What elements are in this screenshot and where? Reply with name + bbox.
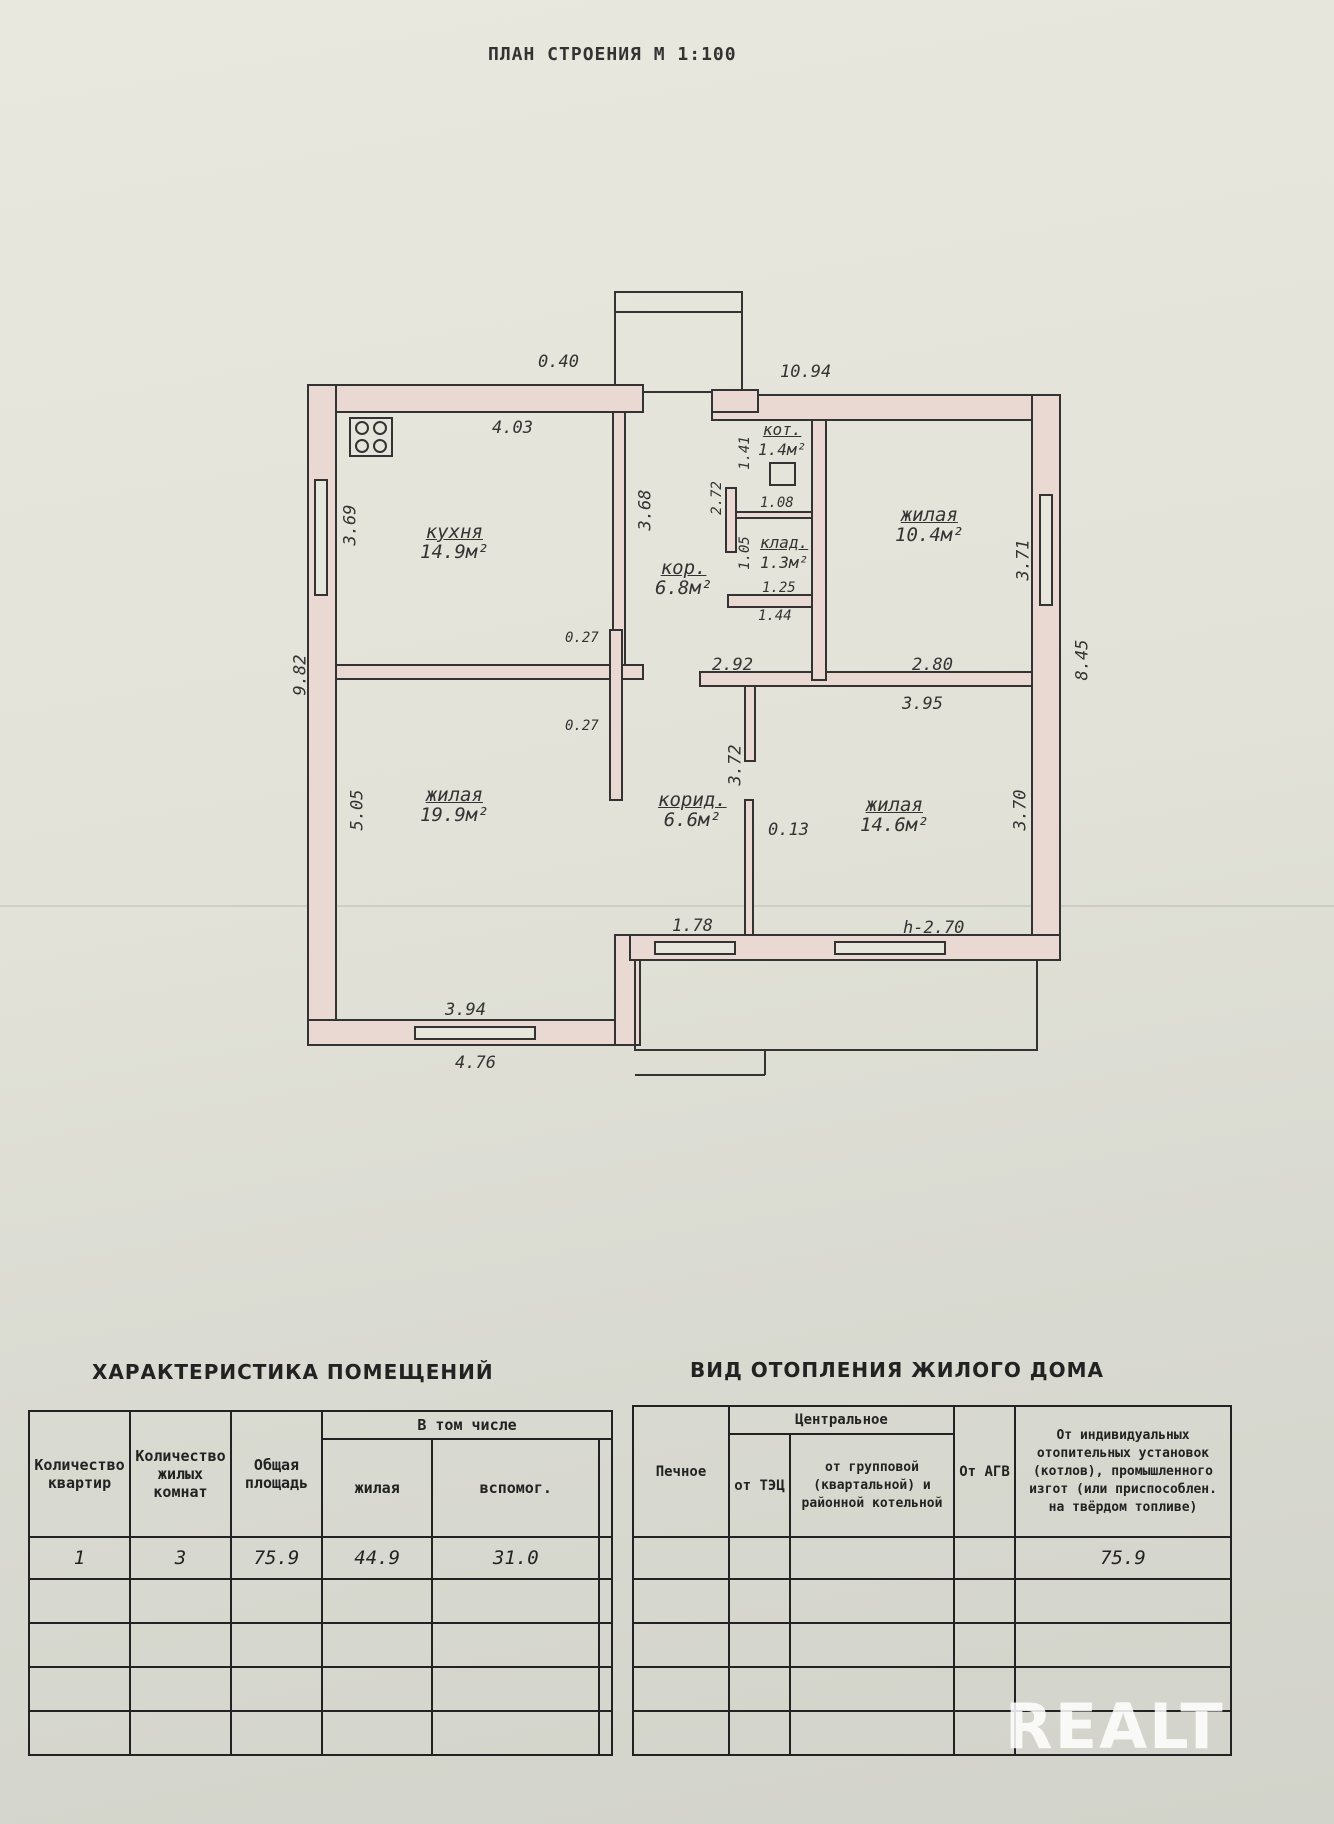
cell-rooms: 3 (129, 1536, 232, 1580)
wall (711, 394, 1061, 421)
header-group: от групповой (квартальной) и районной ко… (789, 1433, 955, 1538)
wall (727, 594, 813, 608)
header-stove: Печное (632, 1405, 730, 1538)
wall (711, 389, 759, 413)
dimension: 4.76 (455, 1053, 496, 1073)
dimension: 5.05 (347, 789, 368, 831)
dimension: 3.94 (445, 1000, 486, 1020)
table-row: 75.9 (632, 1536, 1232, 1580)
dimension: 3.71 (1013, 539, 1034, 581)
room-label-boiler: кот.1.4м² (758, 420, 807, 459)
header-rooms: Количество жилых комнат (129, 1410, 232, 1538)
header-auxiliary: вспомог. (431, 1438, 601, 1538)
cell-individual: 75.9 (1014, 1536, 1232, 1580)
page-title: ПЛАН СТРОЕНИЯ М 1:100 (488, 44, 737, 65)
wall (811, 419, 827, 681)
room-label-storage: клад.1.3м² (760, 533, 809, 572)
dimension: 3.69 (340, 504, 361, 546)
wall (609, 629, 623, 801)
dimension: 1.44 (758, 608, 792, 624)
dimension: 10.94 (780, 362, 832, 382)
cell-total-area: 75.9 (230, 1536, 323, 1580)
header-empty (598, 1438, 613, 1538)
dimension: 8.45 (1072, 639, 1093, 681)
table-row: 1 3 75.9 44.9 31.0 (28, 1536, 613, 1580)
wall (744, 799, 754, 936)
header-agv: От АГВ (953, 1405, 1016, 1538)
dimension: 2.80 (912, 655, 953, 675)
dimension: 3.68 (635, 489, 656, 531)
wall (744, 685, 756, 762)
heating-table: Печное Центральное От АГВ От индивидуаль… (632, 1405, 1232, 1756)
header-central: Центральное (728, 1405, 955, 1435)
cell-living: 44.9 (320, 1536, 434, 1580)
dimension: 9.82 (290, 654, 311, 696)
dimension: 2.92 (712, 655, 753, 675)
header-including: В том числе (321, 1410, 613, 1440)
room-label-corridor: кор.6.8м² (655, 557, 713, 599)
realt-watermark: REALT (1005, 1690, 1225, 1763)
dimension: 0.27 (565, 718, 599, 734)
rooms-table: Количество квартир Количество жилых комн… (28, 1410, 613, 1756)
terrace (634, 959, 1038, 1051)
header-tec: от ТЭЦ (728, 1433, 791, 1538)
header-apartments: Количество квартир (28, 1410, 131, 1538)
dimension: 0.27 (565, 630, 599, 646)
cell-auxiliary: 31.0 (431, 1536, 601, 1580)
heating-table-title: ВИД ОТОПЛЕНИЯ ЖИЛОГО ДОМА (690, 1358, 1104, 1382)
wall (727, 511, 813, 519)
dimension: 0.13 (768, 820, 809, 840)
dimension: 1.08 (760, 495, 794, 511)
wall (335, 664, 644, 680)
header-individual: От индивидуальных отопительных установок… (1014, 1405, 1232, 1538)
dimension: 1.25 (762, 580, 796, 596)
dimension: 1.05 (736, 536, 753, 570)
dimension: 3.72 (725, 744, 746, 786)
header-total-area: Общая площадь (230, 1410, 323, 1538)
dimension: 3.95 (902, 694, 943, 714)
wall (307, 384, 644, 413)
dimension: 1.41 (736, 436, 753, 470)
rooms-table-title: ХАРАКТЕРИСТИКА ПОМЕЩЕНИЙ (92, 1360, 494, 1384)
wall (699, 671, 1033, 687)
wall (1031, 394, 1061, 961)
dimension: 2.72 (708, 481, 725, 515)
dimension: 1.78 (672, 916, 713, 936)
porch (614, 291, 743, 393)
floor-plan (307, 291, 1061, 1076)
cell-apartments: 1 (28, 1536, 131, 1580)
wall (725, 487, 737, 553)
header-living: жилая (320, 1438, 434, 1538)
dimension: h-2.70 (903, 918, 965, 938)
dimension: 3.70 (1010, 789, 1031, 831)
room-label-hallway: корид.6.6м² (658, 789, 727, 831)
paper-fold (0, 905, 1334, 907)
dimension: 4.03 (492, 418, 533, 438)
dimension: 0.40 (538, 352, 579, 372)
